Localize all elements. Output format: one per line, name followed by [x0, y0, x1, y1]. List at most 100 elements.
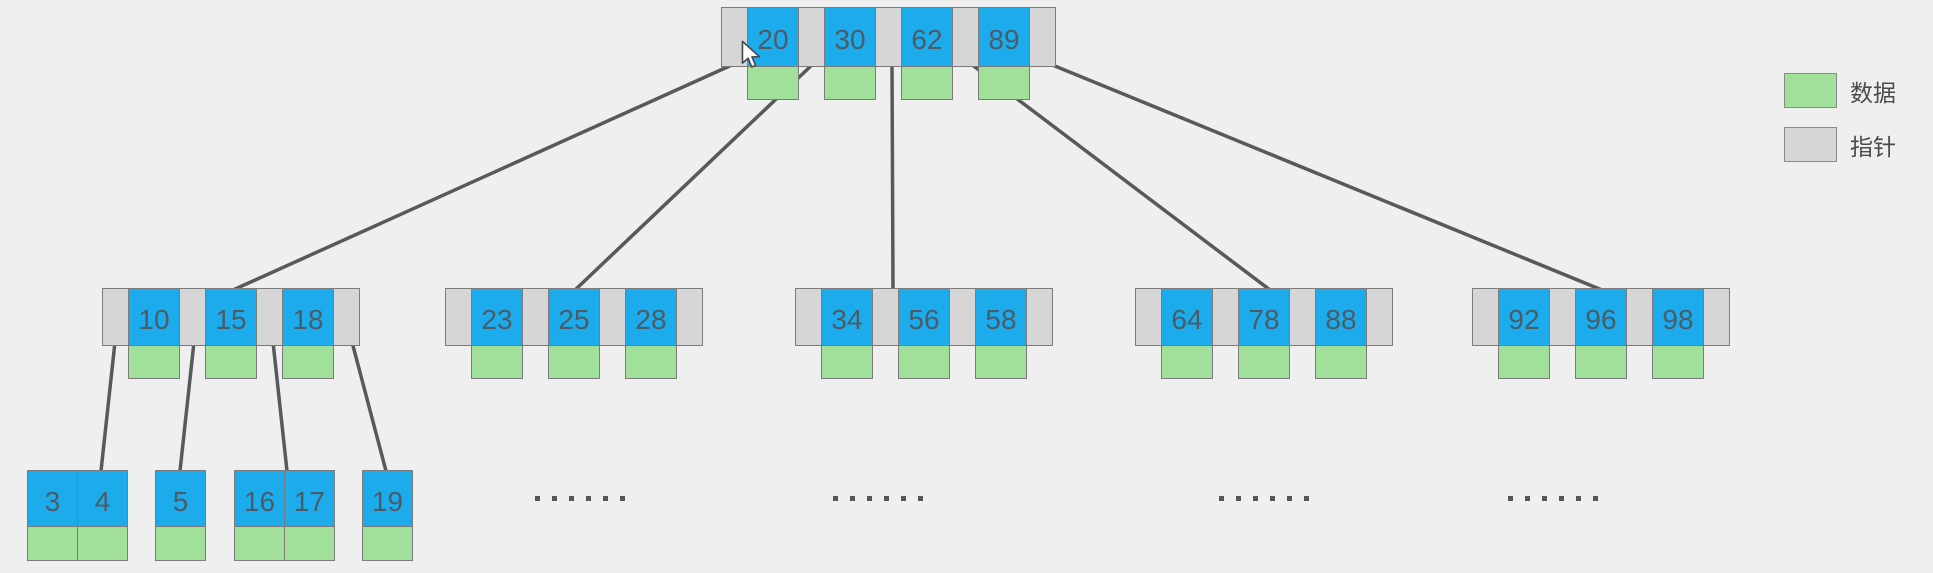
- data-cell: [901, 66, 953, 100]
- data-cell: [234, 526, 285, 561]
- pointer-cell: [1289, 288, 1316, 346]
- key-cell: 64: [1161, 288, 1213, 346]
- key-cell: 34: [821, 288, 873, 346]
- key-value: 96: [1585, 304, 1617, 335]
- key-cell: 30: [824, 7, 876, 67]
- key-value: 4: [94, 485, 111, 517]
- key-cell: 78: [1238, 288, 1290, 346]
- data-cell: [1498, 345, 1550, 379]
- pointer-cell: [102, 288, 129, 346]
- data-cell: [1575, 345, 1627, 379]
- key-value: 98: [1662, 304, 1694, 335]
- key-value: 62: [911, 24, 943, 55]
- data-cell: [362, 526, 413, 561]
- connector-line: [1048, 62, 1604, 292]
- key-cell: 19: [362, 470, 413, 527]
- connector-line: [350, 340, 388, 473]
- ellipsis-dots: [535, 496, 625, 501]
- key-value: 17: [293, 485, 326, 517]
- data-cell: [128, 345, 180, 379]
- pointer-cell: [1366, 288, 1393, 346]
- pointer-cell: [872, 288, 899, 346]
- key-value: 18: [292, 304, 324, 335]
- pointer-cell: [875, 7, 902, 67]
- key-cell: 92: [1498, 288, 1550, 346]
- key-cell: 15: [205, 288, 257, 346]
- legend-label-pointer: 指针: [1850, 133, 1896, 160]
- ellipsis-dots: [833, 496, 923, 501]
- key-cell: 23: [471, 288, 523, 346]
- pointer-cell: [1135, 288, 1162, 346]
- pointer-cell: [1703, 288, 1730, 346]
- key-value: 19: [371, 485, 404, 517]
- data-cell: [471, 345, 523, 379]
- pointer-cell: [1472, 288, 1499, 346]
- data-cell: [747, 66, 799, 100]
- key-value: 89: [988, 24, 1020, 55]
- key-cell: 56: [898, 288, 950, 346]
- pointer-cell: [798, 7, 825, 67]
- key-value: 56: [908, 304, 940, 335]
- pointer-swatch-icon: [1784, 127, 1837, 162]
- key-cell: 17: [284, 470, 335, 527]
- data-cell: [284, 526, 335, 561]
- pointer-cell: [599, 288, 626, 346]
- key-cell: 18: [282, 288, 334, 346]
- connector-line: [271, 340, 289, 473]
- key-cell: 20: [747, 7, 799, 67]
- key-value: 92: [1508, 304, 1540, 335]
- key-value: 30: [834, 24, 866, 55]
- pointer-cell: [1212, 288, 1239, 346]
- connector-line: [969, 62, 1272, 292]
- key-cell: 25: [548, 288, 600, 346]
- pointer-cell: [179, 288, 206, 346]
- connector-line: [178, 340, 196, 473]
- data-swatch-icon: [1784, 73, 1837, 108]
- data-cell: [975, 345, 1027, 379]
- key-value: 3: [44, 485, 61, 517]
- data-cell: [548, 345, 600, 379]
- mouse-cursor-icon: [741, 40, 761, 68]
- data-cell: [1652, 345, 1704, 379]
- key-cell: 58: [975, 288, 1027, 346]
- key-cell: 3: [27, 470, 78, 527]
- connector-line: [890, 62, 895, 292]
- data-cell: [77, 526, 128, 561]
- connector-line: [99, 340, 117, 473]
- key-cell: 96: [1575, 288, 1627, 346]
- key-cell: 62: [901, 7, 953, 67]
- key-cell: 88: [1315, 288, 1367, 346]
- key-value: 23: [481, 304, 513, 335]
- pointer-cell: [333, 288, 360, 346]
- key-cell: 16: [234, 470, 285, 527]
- data-cell: [1238, 345, 1290, 379]
- key-cell: 98: [1652, 288, 1704, 346]
- data-cell: [155, 526, 206, 561]
- data-cell: [821, 345, 873, 379]
- data-cell: [205, 345, 257, 379]
- pointer-cell: [1626, 288, 1653, 346]
- connector-line: [231, 62, 736, 292]
- pointer-cell: [795, 288, 822, 346]
- key-value: 16: [243, 485, 276, 517]
- pointer-cell: [949, 288, 976, 346]
- connector-line: [573, 62, 815, 292]
- data-cell: [282, 345, 334, 379]
- pointer-cell: [256, 288, 283, 346]
- data-cell: [898, 345, 950, 379]
- pointer-cell: [1549, 288, 1576, 346]
- legend-label-data: 数据: [1850, 79, 1896, 106]
- data-cell: [27, 526, 78, 561]
- pointer-cell: [1026, 288, 1053, 346]
- key-value: 25: [558, 304, 590, 335]
- data-cell: [625, 345, 677, 379]
- key-value: 58: [985, 304, 1017, 335]
- ellipsis-dots: [1219, 496, 1309, 501]
- key-value: 10: [138, 304, 170, 335]
- data-cell: [824, 66, 876, 100]
- key-value: 20: [757, 24, 789, 55]
- ellipsis-dots: [1508, 496, 1598, 501]
- pointer-cell: [445, 288, 472, 346]
- key-cell: 89: [978, 7, 1030, 67]
- key-cell: 5: [155, 470, 206, 527]
